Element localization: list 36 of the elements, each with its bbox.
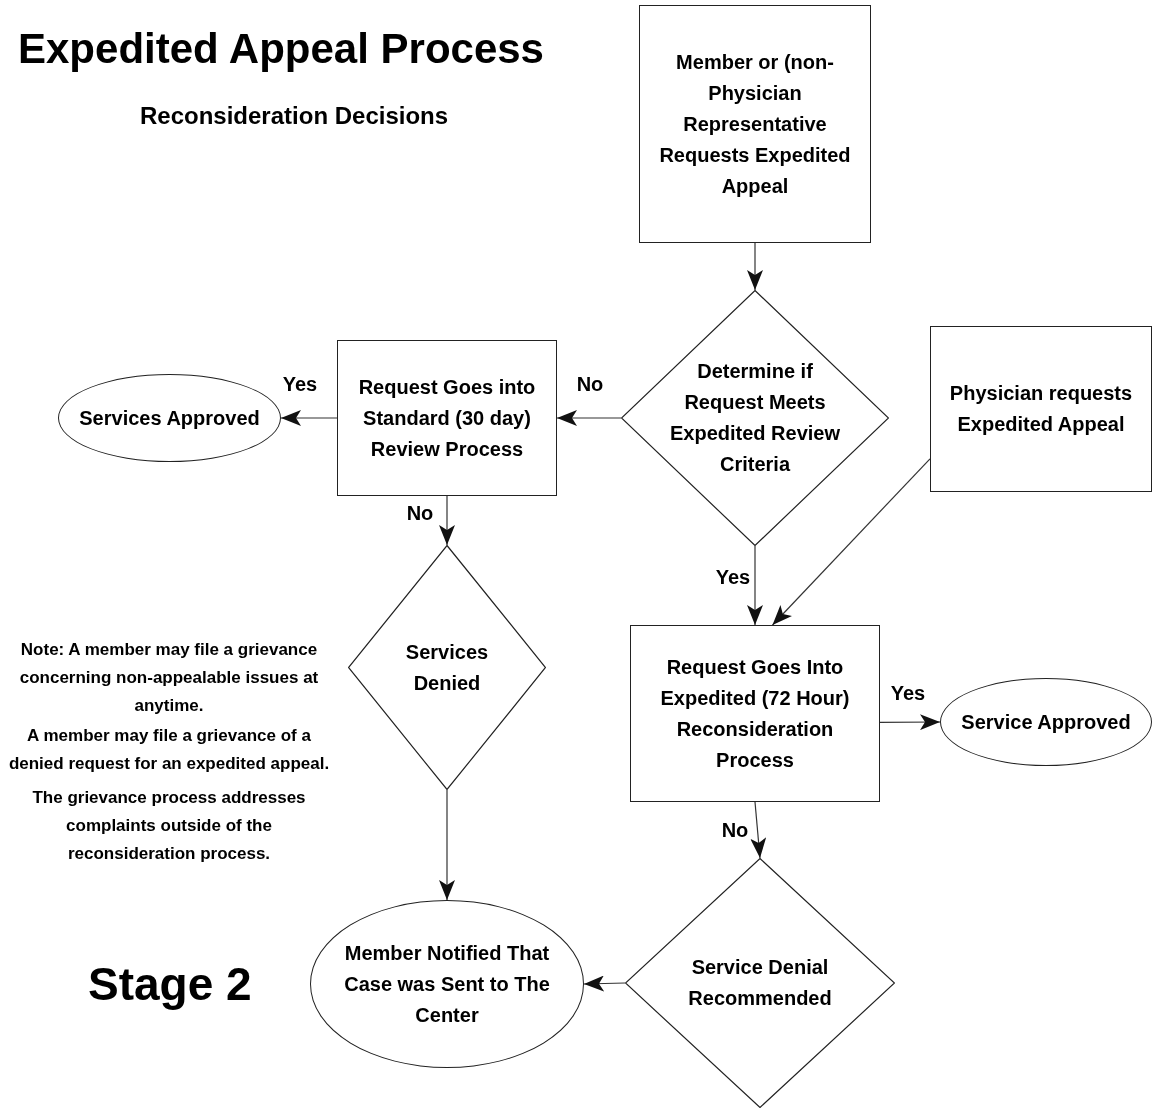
subtitle: Reconsideration Decisions [140,101,449,131]
node-text: Member or (non-Physician Representative Requests Expedited Appeal [658,49,852,199]
node-text: Determine if Request Meets Expedited Review Criteria [668,359,842,477]
process-box [930,326,1152,492]
arrow [747,242,763,291]
node-text: Member Notified That Case was Sent to The Center [343,940,551,1028]
arrow [439,495,455,546]
decision-diamond [625,858,895,1108]
edge-label: Yes [888,683,928,703]
arrow [439,789,455,901]
arrow [556,410,622,426]
arrow [879,714,941,731]
node-text: Request Goes into Standard (30 day) Review Process [357,374,537,462]
title: Expedited Appeal Process [18,28,544,70]
stage-label: Stage 2 [88,957,252,1012]
arrow [583,975,626,992]
note-text: Note: A member may file a grievance concerning non-appealable issues at anytime. [18,639,320,717]
arrow [280,410,338,426]
node-text: Service Denial Recommended [687,955,833,1011]
node-text: Physician requests Expedited Appeal [948,381,1134,437]
decision-diamond [348,545,546,790]
node-text: Request Goes Into Expedited (72 Hour) Reconsideration Process [659,654,851,773]
edge-label: Yes [280,374,320,394]
arrow [771,458,931,626]
edge-label: Yes [713,567,753,587]
decision-diamond [621,290,889,546]
note-text: The grievance process addresses complaints outside of the reconsideration process. [31,787,307,865]
process-box [639,5,871,243]
process-box [630,625,880,802]
arrow [747,545,763,626]
arrow [750,801,767,859]
node-text: Service Approved [960,709,1132,735]
process-box [337,340,557,496]
node-text: Services Approved [78,405,261,431]
node-text: Services Denied [404,639,490,696]
note-text: A member may file a grievance of a denied request for an expedited appeal. [7,725,331,775]
